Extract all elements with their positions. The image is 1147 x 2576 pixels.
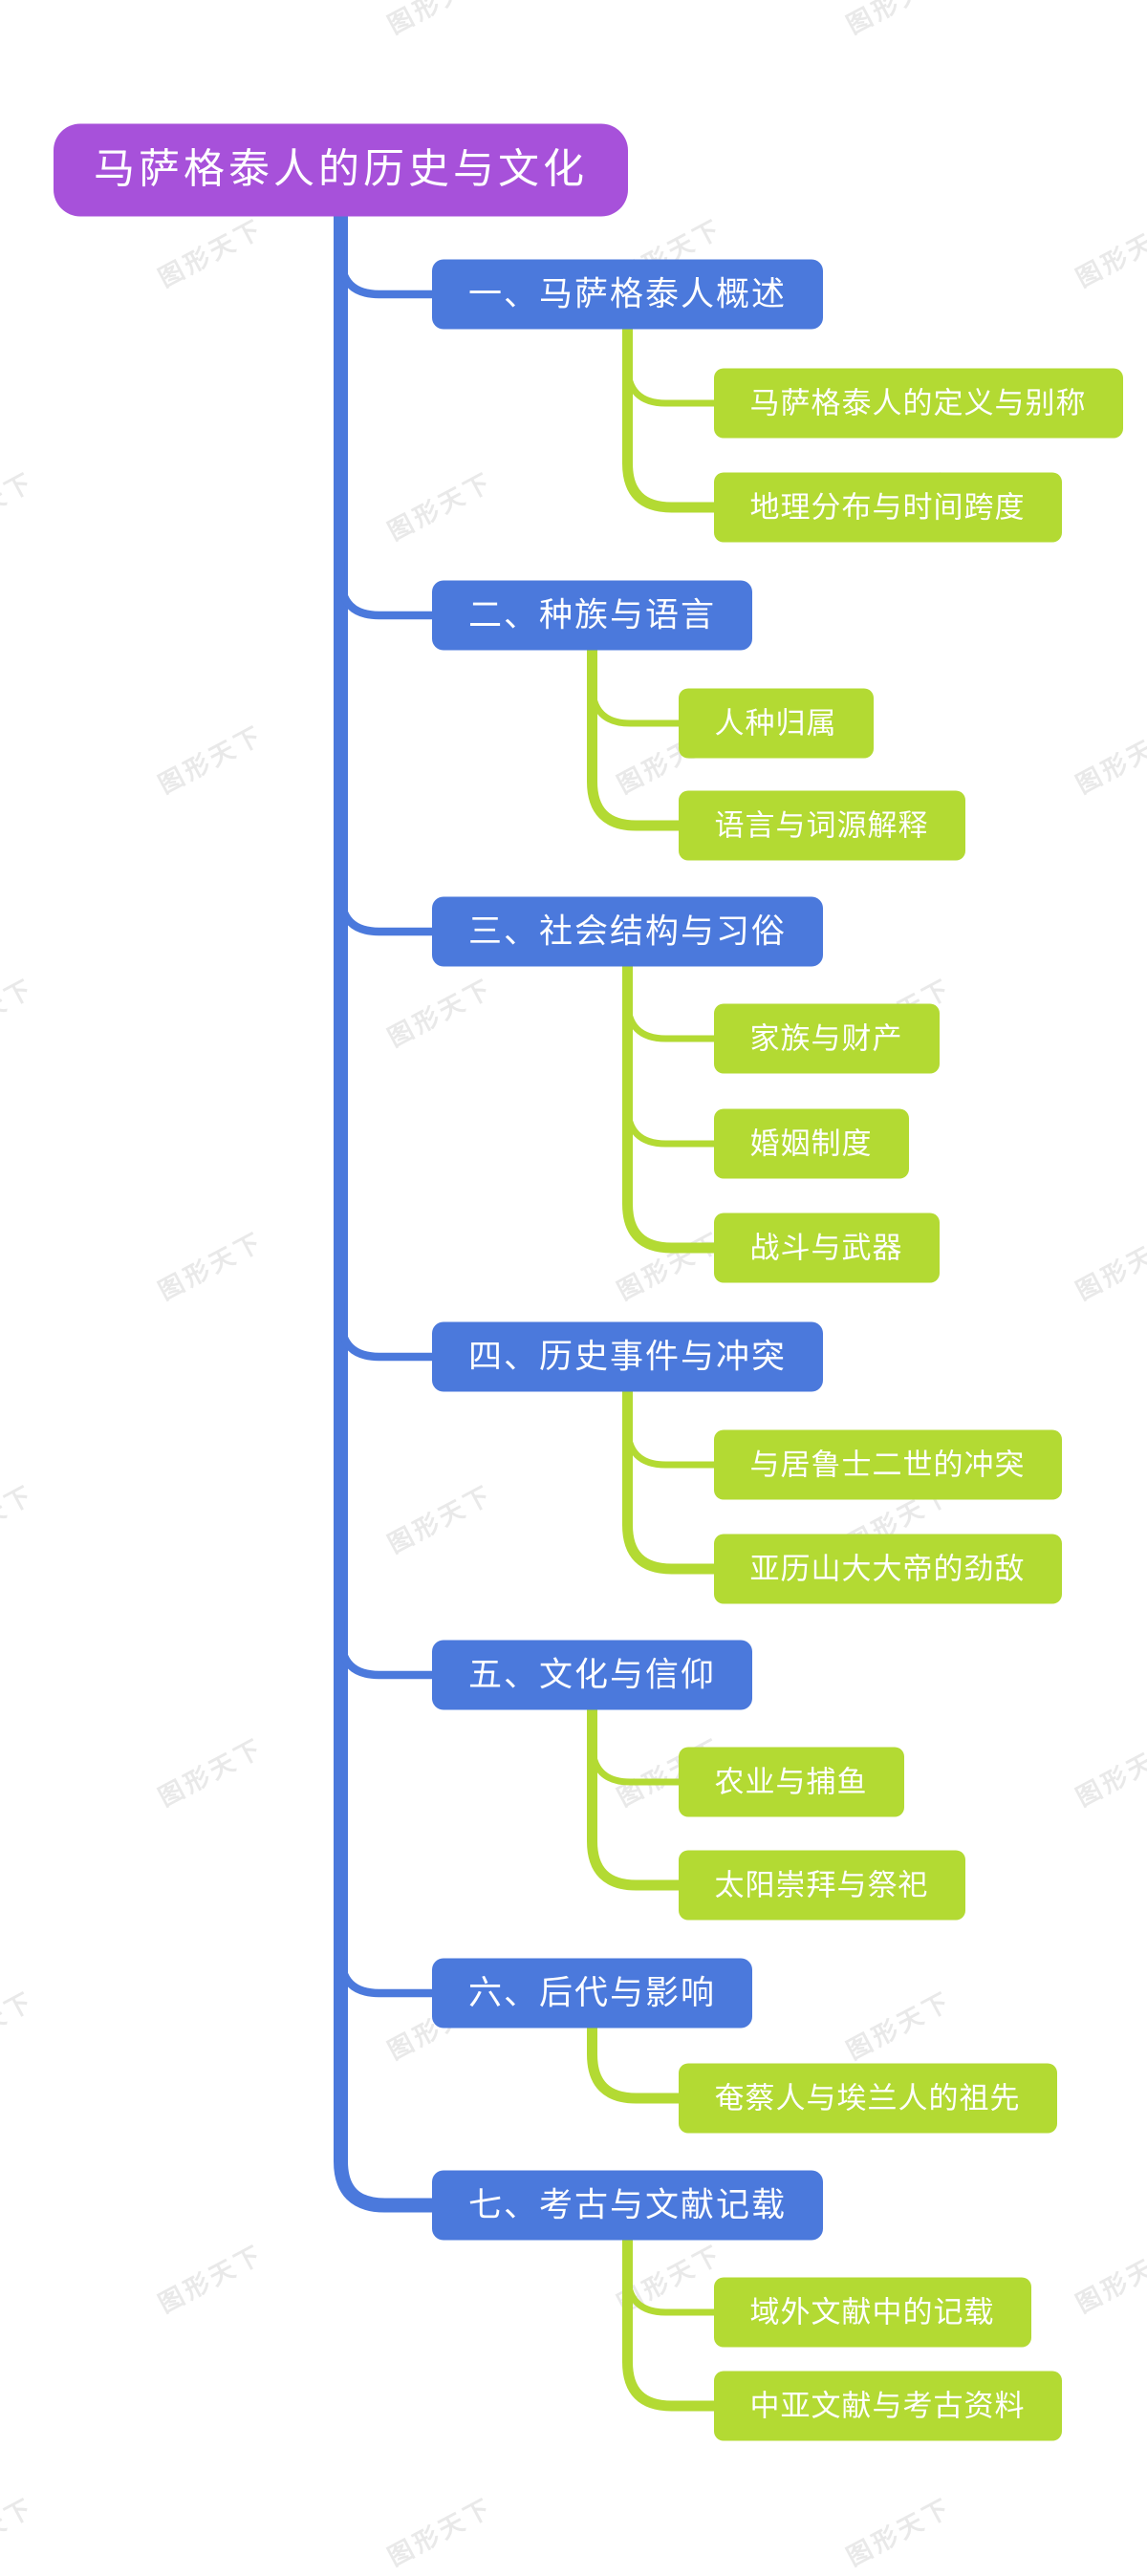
watermark-text: 图形天下 xyxy=(1071,2239,1147,2319)
connector-line xyxy=(334,210,436,2213)
watermark-text: 图形天下 xyxy=(612,2239,727,2319)
connector-line xyxy=(624,985,718,1042)
branch-6-child-1-node[interactable]: 奄蔡人与埃兰人的祖先 xyxy=(678,2063,1057,2134)
branch-3-child-2-node[interactable]: 婚姻制度 xyxy=(713,1108,909,1179)
watermark-text: 图形天下 xyxy=(0,466,39,547)
watermark-text: 图形天下 xyxy=(841,1986,957,2066)
watermark-text: 图形天下 xyxy=(153,1732,269,1813)
watermark-text: 图形天下 xyxy=(153,213,269,293)
branch-4-child-1-node[interactable]: 与居鲁士二世的冲突 xyxy=(713,1429,1062,1500)
connector-line xyxy=(336,1303,436,1362)
connector-line xyxy=(622,960,718,1254)
connector-line xyxy=(624,2259,718,2316)
watermark-text: 图形天下 xyxy=(841,2492,957,2572)
connector-line xyxy=(624,1090,718,1148)
branch-7-child-1-node[interactable]: 域外文献中的记载 xyxy=(713,2277,1031,2348)
branch-1-child-1-node[interactable]: 马萨格泰人的定义与别称 xyxy=(713,368,1123,439)
watermark-text: 图形天下 xyxy=(1071,1732,1147,1813)
branch-3-child-1-node[interactable]: 家族与财产 xyxy=(713,1003,940,1074)
branch-7-node[interactable]: 七、考古与文献记载 xyxy=(432,2170,824,2241)
branch-3-node[interactable]: 三、社会结构与习俗 xyxy=(432,896,824,967)
root-node[interactable]: 马萨格泰人的历史与文化 xyxy=(54,123,628,217)
connector-line xyxy=(336,562,436,620)
branch-7-child-2-node[interactable]: 中亚文献与考古资料 xyxy=(713,2371,1062,2441)
watermark-text: 图形天下 xyxy=(153,2239,269,2319)
connector-line xyxy=(587,1704,682,1891)
connector-line xyxy=(622,2234,718,2412)
watermark-text: 图形天下 xyxy=(382,466,498,547)
watermark-text: 图形天下 xyxy=(382,2492,498,2572)
connector-line xyxy=(336,241,436,299)
watermark-text: 图形天下 xyxy=(0,0,40,41)
watermark-text: 图形天下 xyxy=(0,1479,39,1559)
branch-2-child-1-node[interactable]: 人种归属 xyxy=(678,688,874,759)
watermark-text: 图形天下 xyxy=(1071,213,1147,293)
connector-line xyxy=(589,670,682,727)
watermark-text: 图形天下 xyxy=(0,973,39,1053)
branch-4-node[interactable]: 四、历史事件与冲突 xyxy=(432,1321,824,1392)
branch-2-child-2-node[interactable]: 语言与词源解释 xyxy=(678,790,965,861)
connector-line xyxy=(336,1940,436,1998)
connector-line xyxy=(587,644,682,831)
watermark-text: 图形天下 xyxy=(380,0,498,41)
branch-2-node[interactable]: 二、种族与语言 xyxy=(432,580,753,651)
watermark-text: 图形天下 xyxy=(612,1226,727,1306)
connector-line xyxy=(622,1385,718,1575)
branch-6-node[interactable]: 六、后代与影响 xyxy=(432,1958,753,2029)
branch-1-node[interactable]: 一、马萨格泰人概述 xyxy=(432,259,824,330)
branch-1-child-2-node[interactable]: 地理分布与时间跨度 xyxy=(713,472,1062,543)
connector-line xyxy=(587,2022,682,2104)
connector-line xyxy=(336,878,436,936)
connector-line xyxy=(336,1621,436,1680)
watermark-text: 图形天下 xyxy=(0,2492,39,2572)
watermark-text: 图形天下 xyxy=(1071,1226,1147,1306)
watermark-text: 图形天下 xyxy=(0,1986,39,2066)
branch-5-node[interactable]: 五、文化与信仰 xyxy=(432,1640,753,1710)
watermark-text: 图形天下 xyxy=(153,1226,269,1306)
watermark-text: 图形天下 xyxy=(382,1479,498,1559)
watermark-text: 图形天下 xyxy=(839,0,957,41)
branch-5-child-1-node[interactable]: 农业与捕鱼 xyxy=(678,1747,904,1817)
connector-line xyxy=(624,1411,718,1469)
connector-line xyxy=(624,350,718,407)
branch-3-child-3-node[interactable]: 战斗与武器 xyxy=(713,1213,940,1283)
connector-line xyxy=(589,1728,682,1786)
branch-5-child-2-node[interactable]: 太阳崇拜与祭祀 xyxy=(678,1850,965,1921)
connector-line xyxy=(622,323,718,513)
branch-4-child-2-node[interactable]: 亚历山大大帝的劲敌 xyxy=(713,1534,1062,1604)
watermark-text: 图形天下 xyxy=(153,719,269,800)
watermark-text: 图形天下 xyxy=(382,973,498,1053)
watermark-text: 图形天下 xyxy=(1071,719,1147,800)
